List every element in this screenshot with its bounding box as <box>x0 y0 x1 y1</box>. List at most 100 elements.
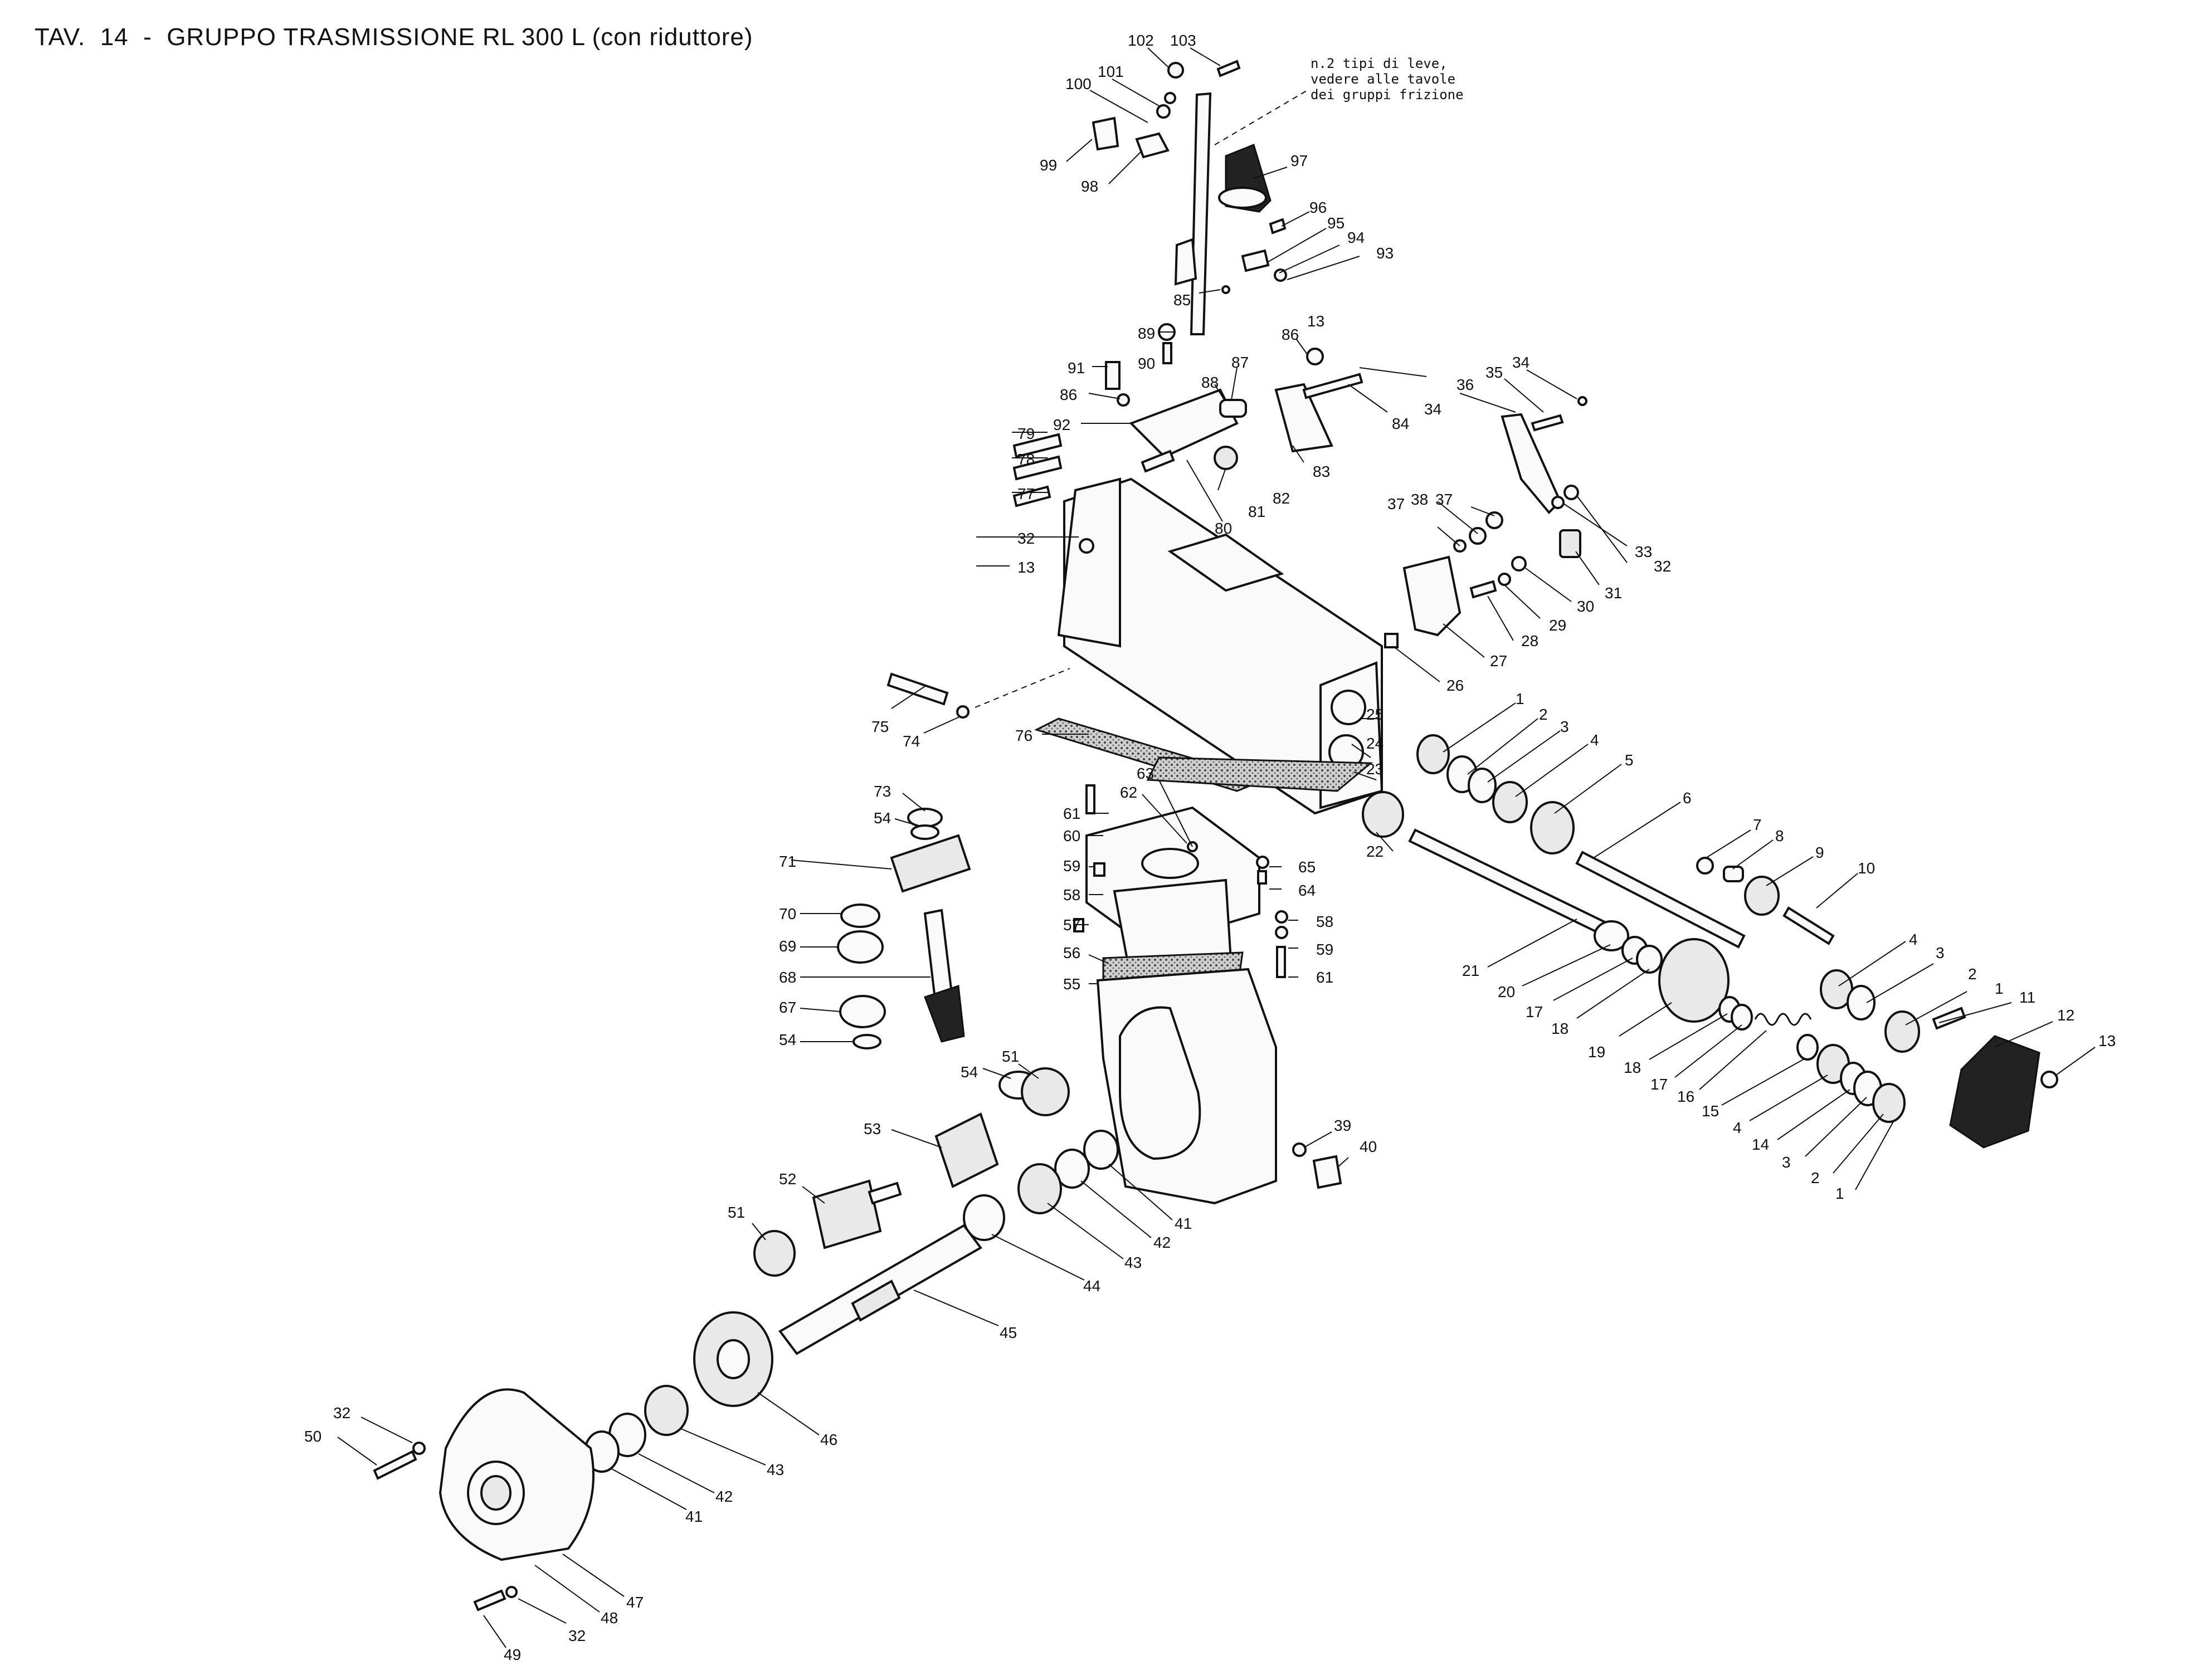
label-14: 14 <box>1752 1136 1769 1153</box>
label-34a: 34 <box>1424 401 1441 418</box>
label-19: 19 <box>1588 1043 1605 1061</box>
bearing-1b <box>1872 1083 1906 1123</box>
selector-parts <box>1384 396 1587 648</box>
fork-27 <box>1402 555 1462 637</box>
nut-33 <box>1563 485 1579 500</box>
label-102: 102 <box>1128 32 1154 49</box>
label-16: 16 <box>1677 1088 1694 1105</box>
link-plate-83 <box>1274 383 1333 453</box>
label-80: 80 <box>1215 520 1232 537</box>
page-title: TAV. 14 - GRUPPO TRASMISSIONE RL 300 L (… <box>35 23 753 51</box>
bolt-50 <box>373 1450 417 1480</box>
bevel-gear-53 <box>934 1112 999 1188</box>
cover-12 <box>1949 1035 2040 1149</box>
label-28: 28 <box>1521 632 1538 649</box>
label-18b: 18 <box>1624 1059 1641 1076</box>
label-8: 8 <box>1775 827 1784 844</box>
title-tav: TAV. <box>35 23 86 51</box>
housing-window <box>1119 1006 1201 1160</box>
note-pointer <box>1214 89 1310 145</box>
label-96: 96 <box>1309 199 1327 216</box>
bushing-44 <box>963 1194 1005 1241</box>
washer-15 <box>1796 1034 1819 1061</box>
bearing-69 <box>837 930 884 964</box>
label-89: 89 <box>1138 325 1155 342</box>
label-47: 47 <box>626 1594 644 1611</box>
link-plate-92 <box>1129 388 1239 458</box>
grub-screw <box>1269 218 1287 235</box>
label-51a: 51 <box>1002 1048 1019 1065</box>
label-103: 103 <box>1170 32 1196 49</box>
stud-61b <box>1276 946 1286 978</box>
label-42b: 42 <box>715 1488 733 1505</box>
pin-34 <box>1577 396 1587 406</box>
lower-housing <box>1073 784 1342 1205</box>
title-text: GRUPPO TRASMISSIONE RL 300 L (con ridutt… <box>167 23 753 51</box>
label-41b: 41 <box>685 1508 703 1525</box>
shaft-75 <box>886 672 949 706</box>
label-82: 82 <box>1273 490 1290 507</box>
label-26: 26 <box>1446 677 1464 694</box>
label-65: 65 <box>1298 858 1316 876</box>
label-3a: 3 <box>1560 718 1569 735</box>
label-17a: 17 <box>1526 1003 1543 1020</box>
pin-84 <box>1302 373 1363 399</box>
label-4a: 4 <box>1590 731 1599 749</box>
washer-32-cover <box>412 1442 426 1455</box>
housing-top-port <box>1167 533 1284 592</box>
pin-35 <box>1531 414 1564 432</box>
label-13b: 13 <box>1017 559 1035 576</box>
nut-32-housing <box>1079 538 1094 554</box>
label-5: 5 <box>1625 751 1634 769</box>
label-100: 100 <box>1065 75 1092 92</box>
washer-39 <box>1292 1142 1307 1157</box>
leader-lines <box>337 47 2096 1648</box>
label-59a: 59 <box>1063 857 1080 875</box>
selector-arm-36 <box>1501 413 1562 514</box>
ring-3c <box>1847 985 1876 1020</box>
label-95: 95 <box>1327 214 1345 232</box>
bushing-31 <box>1559 529 1581 558</box>
ring-3a <box>1468 768 1497 803</box>
label-13c: 13 <box>2098 1032 2116 1049</box>
bevel-gear-71 <box>890 834 971 893</box>
label-24: 24 <box>1366 735 1384 752</box>
washer-38 <box>1469 527 1487 545</box>
washer-7 <box>1696 857 1714 875</box>
label-92: 92 <box>1053 416 1070 433</box>
linkage-parts <box>1105 323 1363 473</box>
label-74: 74 <box>903 732 920 750</box>
label-7: 7 <box>1753 816 1762 833</box>
gear-82 <box>1214 446 1238 470</box>
end-cover-group <box>373 1388 595 1611</box>
label-44: 44 <box>1083 1277 1100 1295</box>
washer-86 <box>1117 393 1130 407</box>
label-11: 11 <box>2019 989 2035 1006</box>
label-32a: 32 <box>1017 530 1035 547</box>
gear-5 <box>1530 801 1575 854</box>
ring-41a <box>1083 1130 1119 1170</box>
bearing-1c <box>1884 1010 1920 1053</box>
label-32d: 32 <box>333 1404 350 1422</box>
bushing-87 <box>1219 399 1247 418</box>
washer-59b <box>1275 926 1288 939</box>
label-42a: 42 <box>1153 1234 1171 1251</box>
label-73: 73 <box>874 783 891 800</box>
label-64: 64 <box>1298 882 1316 899</box>
lever-assembly <box>1092 60 1310 335</box>
nut <box>1167 62 1184 79</box>
control-lever <box>1190 92 1212 335</box>
label-57: 57 <box>1063 916 1080 934</box>
label-86b: 86 <box>1282 326 1299 343</box>
spring-16 <box>1754 1013 1812 1026</box>
label-35: 35 <box>1485 364 1503 381</box>
bearing-1a <box>1416 734 1450 774</box>
title-number: 14 <box>100 23 129 51</box>
label-45: 45 <box>1000 1324 1017 1341</box>
label-9: 9 <box>1815 844 1824 861</box>
gearbox-housing <box>886 433 1384 815</box>
label-83: 83 <box>1313 463 1330 480</box>
label-22: 22 <box>1366 843 1384 860</box>
label-4b: 4 <box>1733 1119 1742 1136</box>
